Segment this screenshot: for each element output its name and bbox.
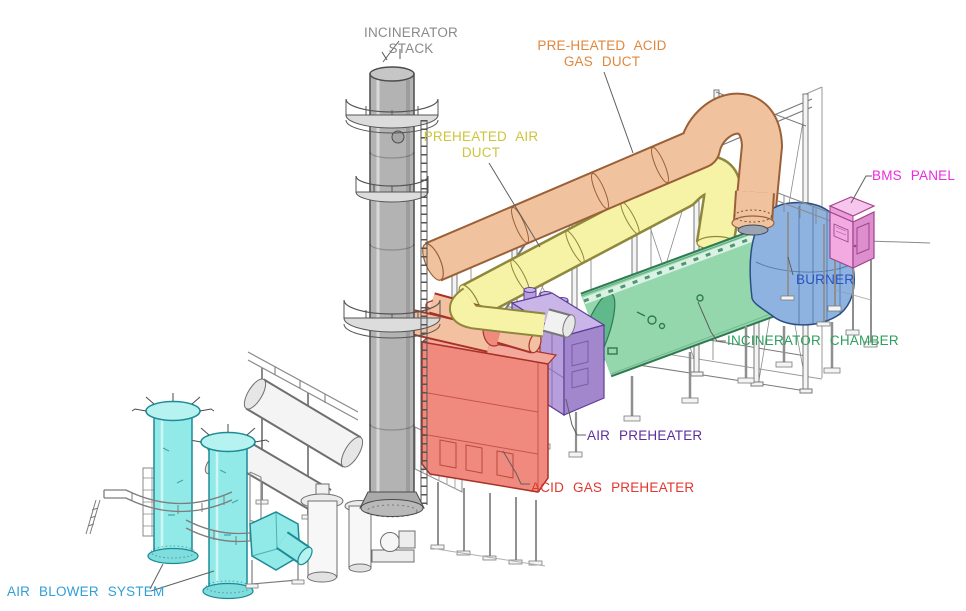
- label-incinerator-chamber: INCINERATOR CHAMBER: [727, 333, 899, 348]
- label-preheated-acid-gas-duct: PRE-HEATED ACID GAS DUCT: [537, 38, 667, 69]
- stack-platform-3: [343, 299, 441, 339]
- label-burner: BURNER: [796, 272, 855, 287]
- vessel-body: [307, 500, 338, 578]
- blower-stack-2: [186, 424, 270, 600]
- blower-stack-1: [131, 393, 215, 565]
- chamber-legs: [630, 326, 748, 416]
- chamber-walkway: [583, 234, 759, 303]
- air-duct-branch: [449, 287, 576, 338]
- leader-air-preheater: [565, 398, 586, 436]
- air-blower-system-graphic: [85, 393, 313, 600]
- label-preheated-air-duct: PREHEATED AIR DUCT: [423, 129, 539, 160]
- leader-acid-gas-duct: [603, 71, 634, 154]
- incinerator-stack-graphic: [343, 49, 441, 518]
- leader-incinerator-stack: [382, 40, 400, 63]
- acid-gas-duct-graphic: [422, 92, 783, 282]
- stack-top-cap: [369, 66, 415, 82]
- pump: [371, 530, 416, 563]
- leader-burner: [787, 256, 794, 276]
- bms-panel-graphic: [777, 192, 931, 348]
- leader-lines: [149, 40, 872, 592]
- blower-unit: [245, 511, 313, 589]
- leader-air-blower-2: [150, 570, 215, 592]
- bms-panel-side: [852, 211, 875, 269]
- leader-acid-gas-preheater: [502, 450, 530, 485]
- leader-incinerator-chamber: [697, 301, 726, 342]
- label-air-blower-system: AIR BLOWER SYSTEM: [7, 584, 165, 599]
- label-bms-panel: BMS PANEL: [872, 168, 956, 183]
- leader-air-blower-1: [149, 563, 164, 590]
- bms-panel-door: [856, 222, 870, 255]
- leader-air-duct: [488, 162, 541, 248]
- stack-platform-1: [345, 98, 439, 134]
- bms-panel-front: [829, 211, 854, 269]
- acid-gas-duct-collar: [731, 190, 775, 236]
- label-acid-gas-preheater: ACID GAS PREHEATER: [531, 480, 695, 495]
- label-air-preheater: AIR PREHEATER: [587, 428, 703, 443]
- leader-bms-panel: [850, 175, 872, 204]
- label-incinerator-stack: INCINERATOR STACK: [364, 25, 458, 56]
- blower-outlet: [297, 546, 313, 566]
- stack-ladder: [420, 120, 428, 505]
